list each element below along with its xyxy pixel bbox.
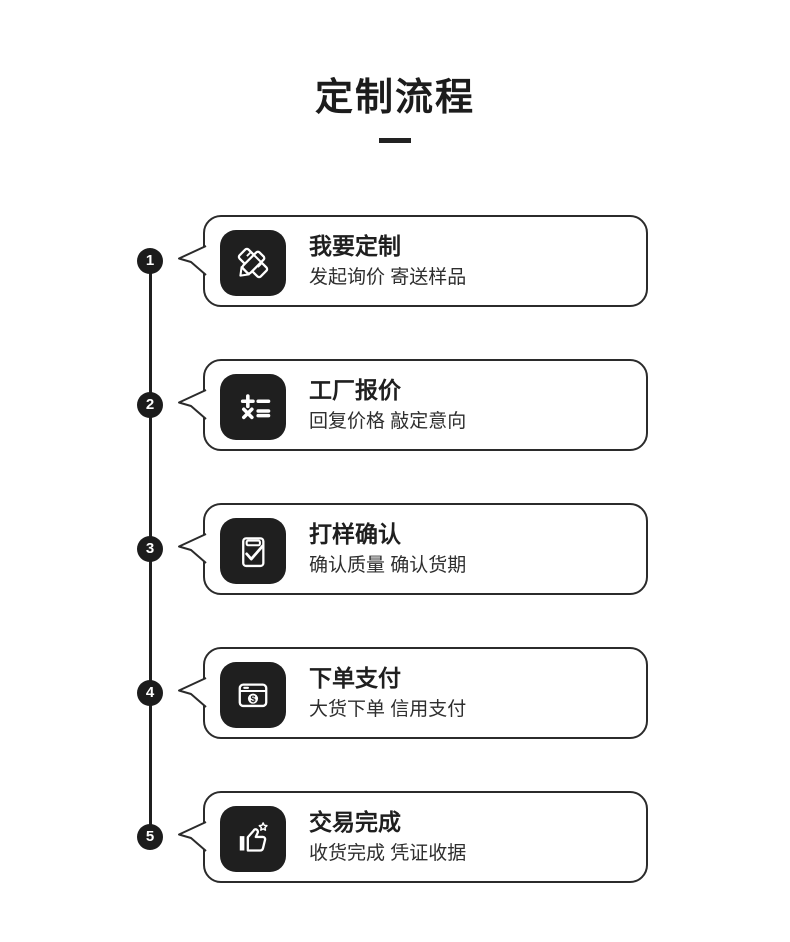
- step-number-badge: 4: [137, 680, 163, 706]
- step-title: 工厂报价: [309, 377, 401, 403]
- step-number-badge: 3: [137, 536, 163, 562]
- calculator-icon: [220, 374, 286, 440]
- step-text-block: 交易完成 收货完成 凭证收据: [309, 808, 636, 866]
- process-step-2: 2 工厂报价 回复价格 敲定意向: [0, 359, 790, 451]
- step-number-badge: 5: [137, 824, 163, 850]
- process-step-4: 4 $ 下单支付 大货下单 信用支付: [0, 647, 790, 739]
- thumbs-up-star-icon: [220, 806, 286, 872]
- step-title: 下单支付: [309, 665, 401, 691]
- process-step-1: 1 我要定制 发起询价 寄送: [0, 215, 790, 307]
- page-title: 定制流程: [314, 77, 475, 119]
- card-pointer-arrow: [178, 533, 207, 564]
- svg-text:$: $: [250, 694, 255, 704]
- step-card: $ 下单支付 大货下单 信用支付: [203, 647, 648, 739]
- step-card: 打样确认 确认质量 确认货期: [203, 503, 648, 595]
- step-text-block: 打样确认 确认质量 确认货期: [309, 520, 636, 578]
- card-pointer-arrow: [178, 677, 207, 708]
- step-title: 我要定制: [309, 233, 401, 259]
- card-pointer-arrow: [178, 245, 207, 276]
- process-step-5: 5 交易完成 收货完成 凭证收据: [0, 791, 790, 883]
- step-number-badge: 1: [137, 248, 163, 274]
- step-subtitle: 大货下单 信用支付: [309, 698, 467, 720]
- step-subtitle: 发起询价 寄送样品: [309, 266, 467, 288]
- clipboard-check-icon: [220, 518, 286, 584]
- step-text-block: 下单支付 大货下单 信用支付: [309, 664, 636, 722]
- card-pointer-arrow: [178, 821, 207, 852]
- step-text-block: 工厂报价 回复价格 敲定意向: [309, 376, 636, 434]
- step-number-badge: 2: [137, 392, 163, 418]
- step-card: 工厂报价 回复价格 敲定意向: [203, 359, 648, 451]
- step-subtitle: 确认质量 确认货期: [309, 554, 467, 576]
- step-text-block: 我要定制 发起询价 寄送样品: [309, 232, 636, 290]
- step-subtitle: 回复价格 敲定意向: [309, 410, 467, 432]
- step-title: 打样确认: [309, 521, 401, 547]
- title-divider: [379, 138, 411, 143]
- step-card: 我要定制 发起询价 寄送样品: [203, 215, 648, 307]
- payment-window-icon: $: [220, 662, 286, 728]
- step-card: 交易完成 收货完成 凭证收据: [203, 791, 648, 883]
- card-pointer-arrow: [178, 389, 207, 420]
- step-title: 交易完成: [309, 809, 401, 835]
- pencil-ruler-icon: [220, 230, 286, 296]
- step-subtitle: 收货完成 凭证收据: [309, 842, 467, 864]
- process-step-3: 3 打样确认 确认质量 确认货期: [0, 503, 790, 595]
